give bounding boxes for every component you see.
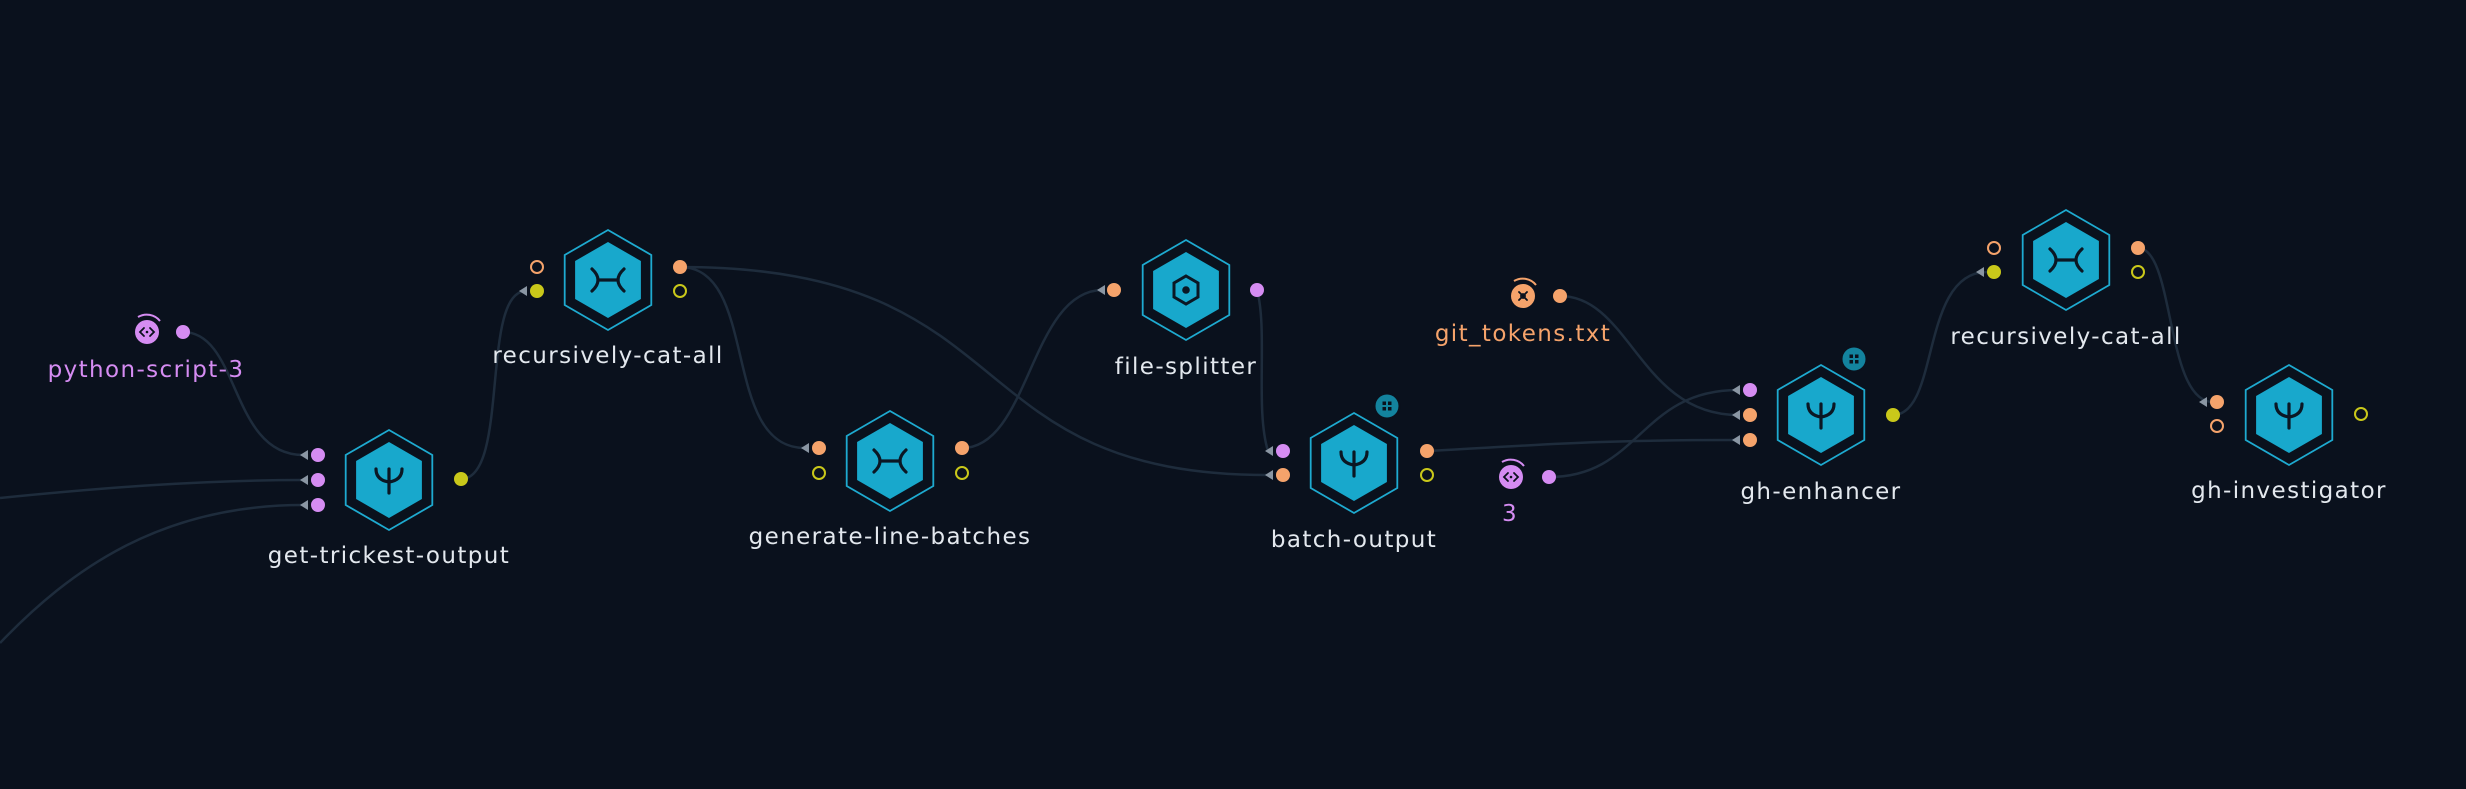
input-port[interactable]: [1743, 408, 1757, 422]
output-port[interactable]: [176, 325, 190, 339]
file-icon: [1511, 277, 1537, 308]
edge-gh-enhancer-to-cat-all: [1892, 270, 1988, 417]
output-port[interactable]: [1542, 470, 1556, 484]
node-label: gh-enhancer: [1740, 479, 1901, 505]
input-port[interactable]: [1276, 468, 1290, 482]
input-arrow: [519, 286, 527, 296]
output-port[interactable]: [1420, 468, 1434, 482]
connection-edges: [0, 246, 2214, 644]
input-port[interactable]: [812, 466, 826, 480]
input-port[interactable]: [1743, 383, 1757, 397]
input-arrow: [1732, 385, 1740, 395]
output-port[interactable]: [2131, 241, 2145, 255]
node-gh-investigator[interactable]: gh-investigator: [2191, 363, 2387, 504]
edge-file-splitter-to-batch-output: [1255, 289, 1270, 452]
node-label: get-trickest-output: [268, 543, 510, 569]
node-label: recursively-cat-all: [492, 343, 723, 369]
input-arrow: [1265, 470, 1273, 480]
edge-cat-all-to-batch-output: [679, 265, 1269, 477]
output-port[interactable]: [2131, 265, 2145, 279]
output-port[interactable]: [454, 472, 468, 486]
input-port[interactable]: [530, 260, 544, 274]
input-port[interactable]: [1743, 433, 1757, 447]
input-port[interactable]: [1987, 265, 2001, 279]
node-label: file-splitter: [1115, 354, 1258, 380]
input-arrow: [2199, 397, 2207, 407]
input-arrow: [300, 450, 308, 460]
input-label: python-script-3: [48, 357, 245, 383]
node-label: gh-investigator: [2191, 478, 2387, 504]
output-port[interactable]: [2354, 407, 2368, 421]
node-batch-output[interactable]: batch-output: [1265, 392, 1437, 554]
node-label: recursively-cat-all: [1950, 324, 2181, 350]
input-port[interactable]: [530, 284, 544, 298]
input-port[interactable]: [1276, 444, 1290, 458]
node-generate-line-batches[interactable]: generate-line-batches: [749, 409, 1032, 550]
code-icon: [135, 313, 161, 344]
input-python-script-3[interactable]: python-script-3: [48, 313, 245, 383]
node-outline: [845, 409, 935, 513]
output-port[interactable]: [1553, 289, 1567, 303]
input-label: 3: [1502, 501, 1518, 527]
output-port[interactable]: [1886, 408, 1900, 422]
node-gh-enhancer[interactable]: gh-enhancer: [1732, 345, 1902, 506]
output-port[interactable]: [673, 260, 687, 274]
node-recursively-cat-all[interactable]: recursively-cat-all: [492, 228, 723, 369]
code-icon: [1499, 458, 1525, 489]
edge-cat-all-to-generate-batches: [679, 265, 806, 450]
input-port[interactable]: [311, 498, 325, 512]
input-git-tokens[interactable]: git_tokens.txt: [1435, 277, 1611, 347]
node-badge[interactable]: [1840, 345, 1868, 373]
input-arrow: [1732, 410, 1740, 420]
node-outline: [1309, 411, 1399, 515]
input-port[interactable]: [1107, 283, 1121, 297]
edge-python-to-get-trickest: [182, 330, 304, 457]
node-recursively-cat-all[interactable]: recursively-cat-all: [1950, 208, 2181, 350]
node-file-splitter[interactable]: file-splitter: [1097, 238, 1264, 380]
input-arrow: [1732, 435, 1740, 445]
edge-number-to-gh-enhancer: [1548, 388, 1739, 479]
edge-cat-all-to-gh-investigator: [2137, 246, 2214, 404]
node-outline: [2244, 363, 2334, 467]
edge-offscreen-to-get-trickest-2: [0, 503, 304, 644]
input-port[interactable]: [1987, 241, 2001, 255]
input-number-3[interactable]: 3: [1499, 458, 1556, 527]
input-port[interactable]: [311, 473, 325, 487]
edge-batch-output-to-gh-enhancer: [1426, 438, 1739, 453]
output-port[interactable]: [673, 284, 687, 298]
input-arrow: [1265, 446, 1273, 456]
node-get-trickest-output[interactable]: get-trickest-output: [268, 428, 510, 569]
input-arrow: [801, 443, 809, 453]
output-port[interactable]: [1250, 283, 1264, 297]
edge-offscreen-to-get-trickest-1: [0, 478, 304, 500]
input-arrow: [300, 475, 308, 485]
node-outline: [344, 428, 434, 532]
input-arrow: [1976, 267, 1984, 277]
input-port[interactable]: [311, 448, 325, 462]
node-label: batch-output: [1271, 527, 1437, 553]
input-arrow: [300, 500, 308, 510]
edge-get-trickest-to-cat-all: [460, 289, 527, 481]
output-port[interactable]: [1420, 444, 1434, 458]
edge-git-tokens-to-gh-enhancer: [1559, 294, 1739, 417]
output-port[interactable]: [955, 466, 969, 480]
node-outline: [1141, 238, 1231, 342]
input-port[interactable]: [812, 441, 826, 455]
node-badge[interactable]: [1373, 392, 1401, 420]
node-label: generate-line-batches: [749, 524, 1032, 550]
input-arrow: [1097, 285, 1105, 295]
edge-generate-batches-to-file-splitter: [961, 288, 1104, 450]
input-port[interactable]: [2210, 419, 2224, 433]
node-outline: [2021, 208, 2111, 312]
input-label: git_tokens.txt: [1435, 321, 1611, 347]
output-port[interactable]: [955, 441, 969, 455]
input-port[interactable]: [2210, 395, 2224, 409]
node-outline: [563, 228, 653, 332]
node-outline: [1776, 363, 1866, 467]
